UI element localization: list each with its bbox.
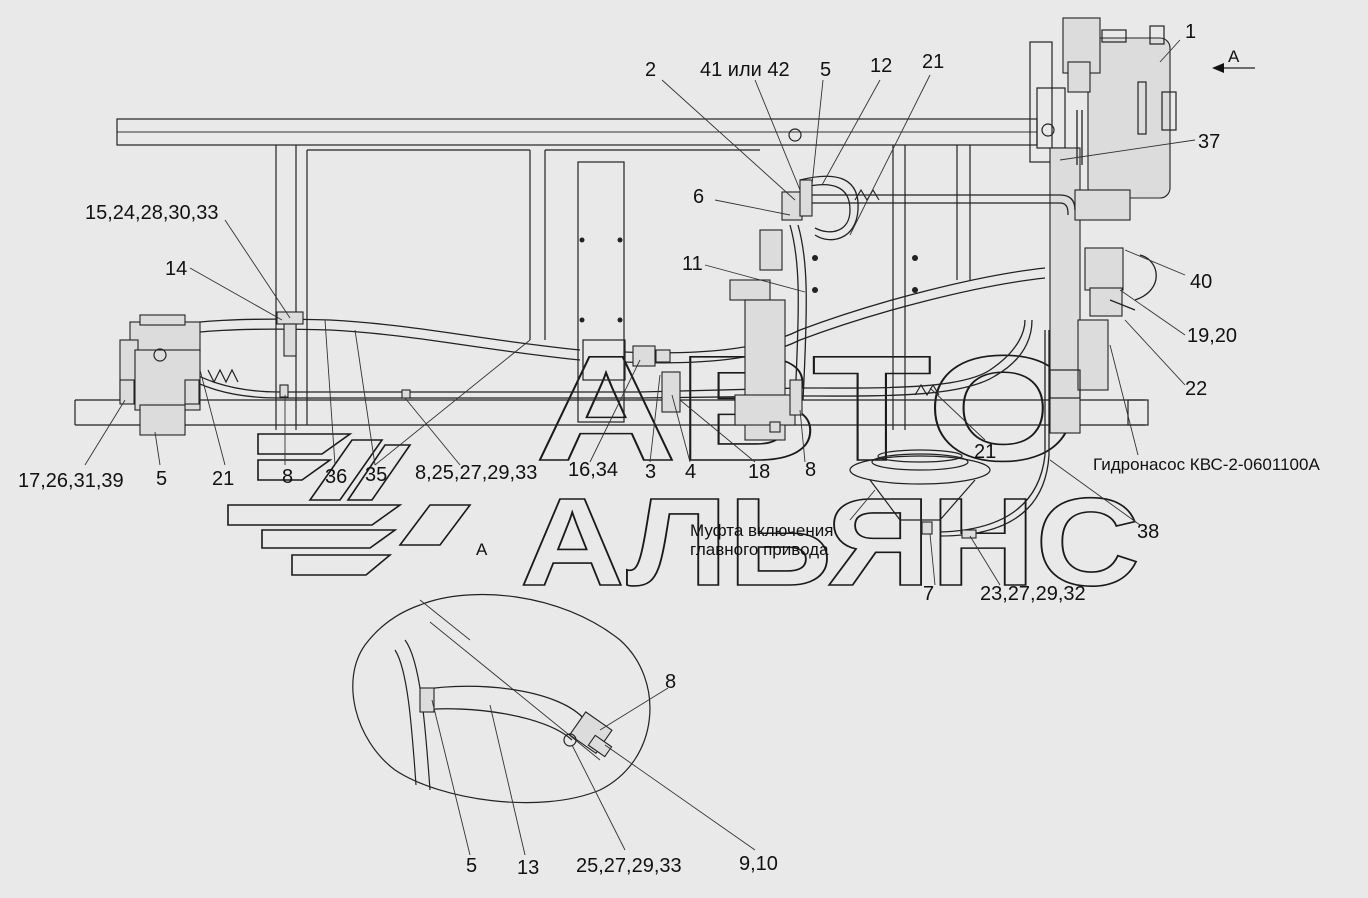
view-arrow-label: А bbox=[1228, 47, 1240, 66]
callout-36: 36 bbox=[325, 466, 347, 488]
callout-41-or-42: 41 или 42 bbox=[700, 59, 790, 81]
machine-frame bbox=[74, 118, 1149, 430]
hose-lines bbox=[131, 175, 1076, 537]
callout-21-top: 21 bbox=[922, 51, 944, 73]
callout-1: 1 bbox=[1185, 21, 1196, 43]
clutch-pulley bbox=[849, 449, 991, 539]
callout-19-20: 19,20 bbox=[1187, 325, 1237, 347]
callout-3: 3 bbox=[645, 461, 656, 483]
clutch-note-line1: Муфта включения bbox=[690, 521, 833, 540]
callout-12: 12 bbox=[870, 55, 892, 77]
callout-9-10: 9,10 bbox=[739, 853, 778, 875]
callout-8-b: 8 bbox=[805, 459, 816, 481]
callout-15-group: 15,24,28,30,33 bbox=[85, 202, 218, 224]
callout-labels: 1 2 41 или 42 5 12 21 37 6 11 40 19,20 2… bbox=[18, 21, 1320, 879]
callout-7: 7 bbox=[923, 583, 934, 605]
callout-5-left: 5 bbox=[156, 468, 167, 490]
callout-21-left: 21 bbox=[212, 468, 234, 490]
callout-17-group: 17,26,31,39 bbox=[18, 470, 124, 492]
callout-2: 2 bbox=[645, 59, 656, 81]
callout-22: 22 bbox=[1185, 378, 1207, 400]
callout-23-group: 23,27,29,32 bbox=[980, 583, 1086, 605]
leader-lines bbox=[84, 39, 1196, 856]
tank-assembly bbox=[1029, 17, 1177, 434]
clutch-note-line2: главного привода bbox=[690, 540, 829, 559]
view-arrow-a: А bbox=[1212, 47, 1255, 73]
callout-37: 37 bbox=[1198, 131, 1220, 153]
center-valve-block bbox=[729, 179, 813, 441]
callout-8-detail: 8 bbox=[665, 671, 676, 693]
callout-14: 14 bbox=[165, 258, 187, 280]
callout-4: 4 bbox=[685, 461, 696, 483]
callout-40: 40 bbox=[1190, 271, 1212, 293]
callout-8-group: 8,25,27,29,33 bbox=[415, 462, 537, 484]
pump-note: Гидронасос КВС-2-0601100А bbox=[1093, 455, 1320, 474]
callout-13: 13 bbox=[517, 857, 539, 879]
detail-view-a bbox=[352, 593, 651, 804]
callout-38: 38 bbox=[1137, 521, 1159, 543]
callout-35: 35 bbox=[365, 464, 387, 486]
callout-5-top: 5 bbox=[820, 59, 831, 81]
callout-16-34: 16,34 bbox=[568, 459, 618, 481]
left-components bbox=[119, 311, 681, 436]
callout-5-detail: 5 bbox=[466, 855, 477, 877]
callout-6: 6 bbox=[693, 186, 704, 208]
view-a-label: А bbox=[476, 540, 488, 559]
callout-21-right: 21 bbox=[974, 441, 996, 463]
callout-11: 11 bbox=[682, 253, 703, 275]
callout-8-a: 8 bbox=[282, 466, 293, 488]
callout-25-group: 25,27,29,33 bbox=[576, 855, 682, 877]
callout-18: 18 bbox=[748, 461, 770, 483]
